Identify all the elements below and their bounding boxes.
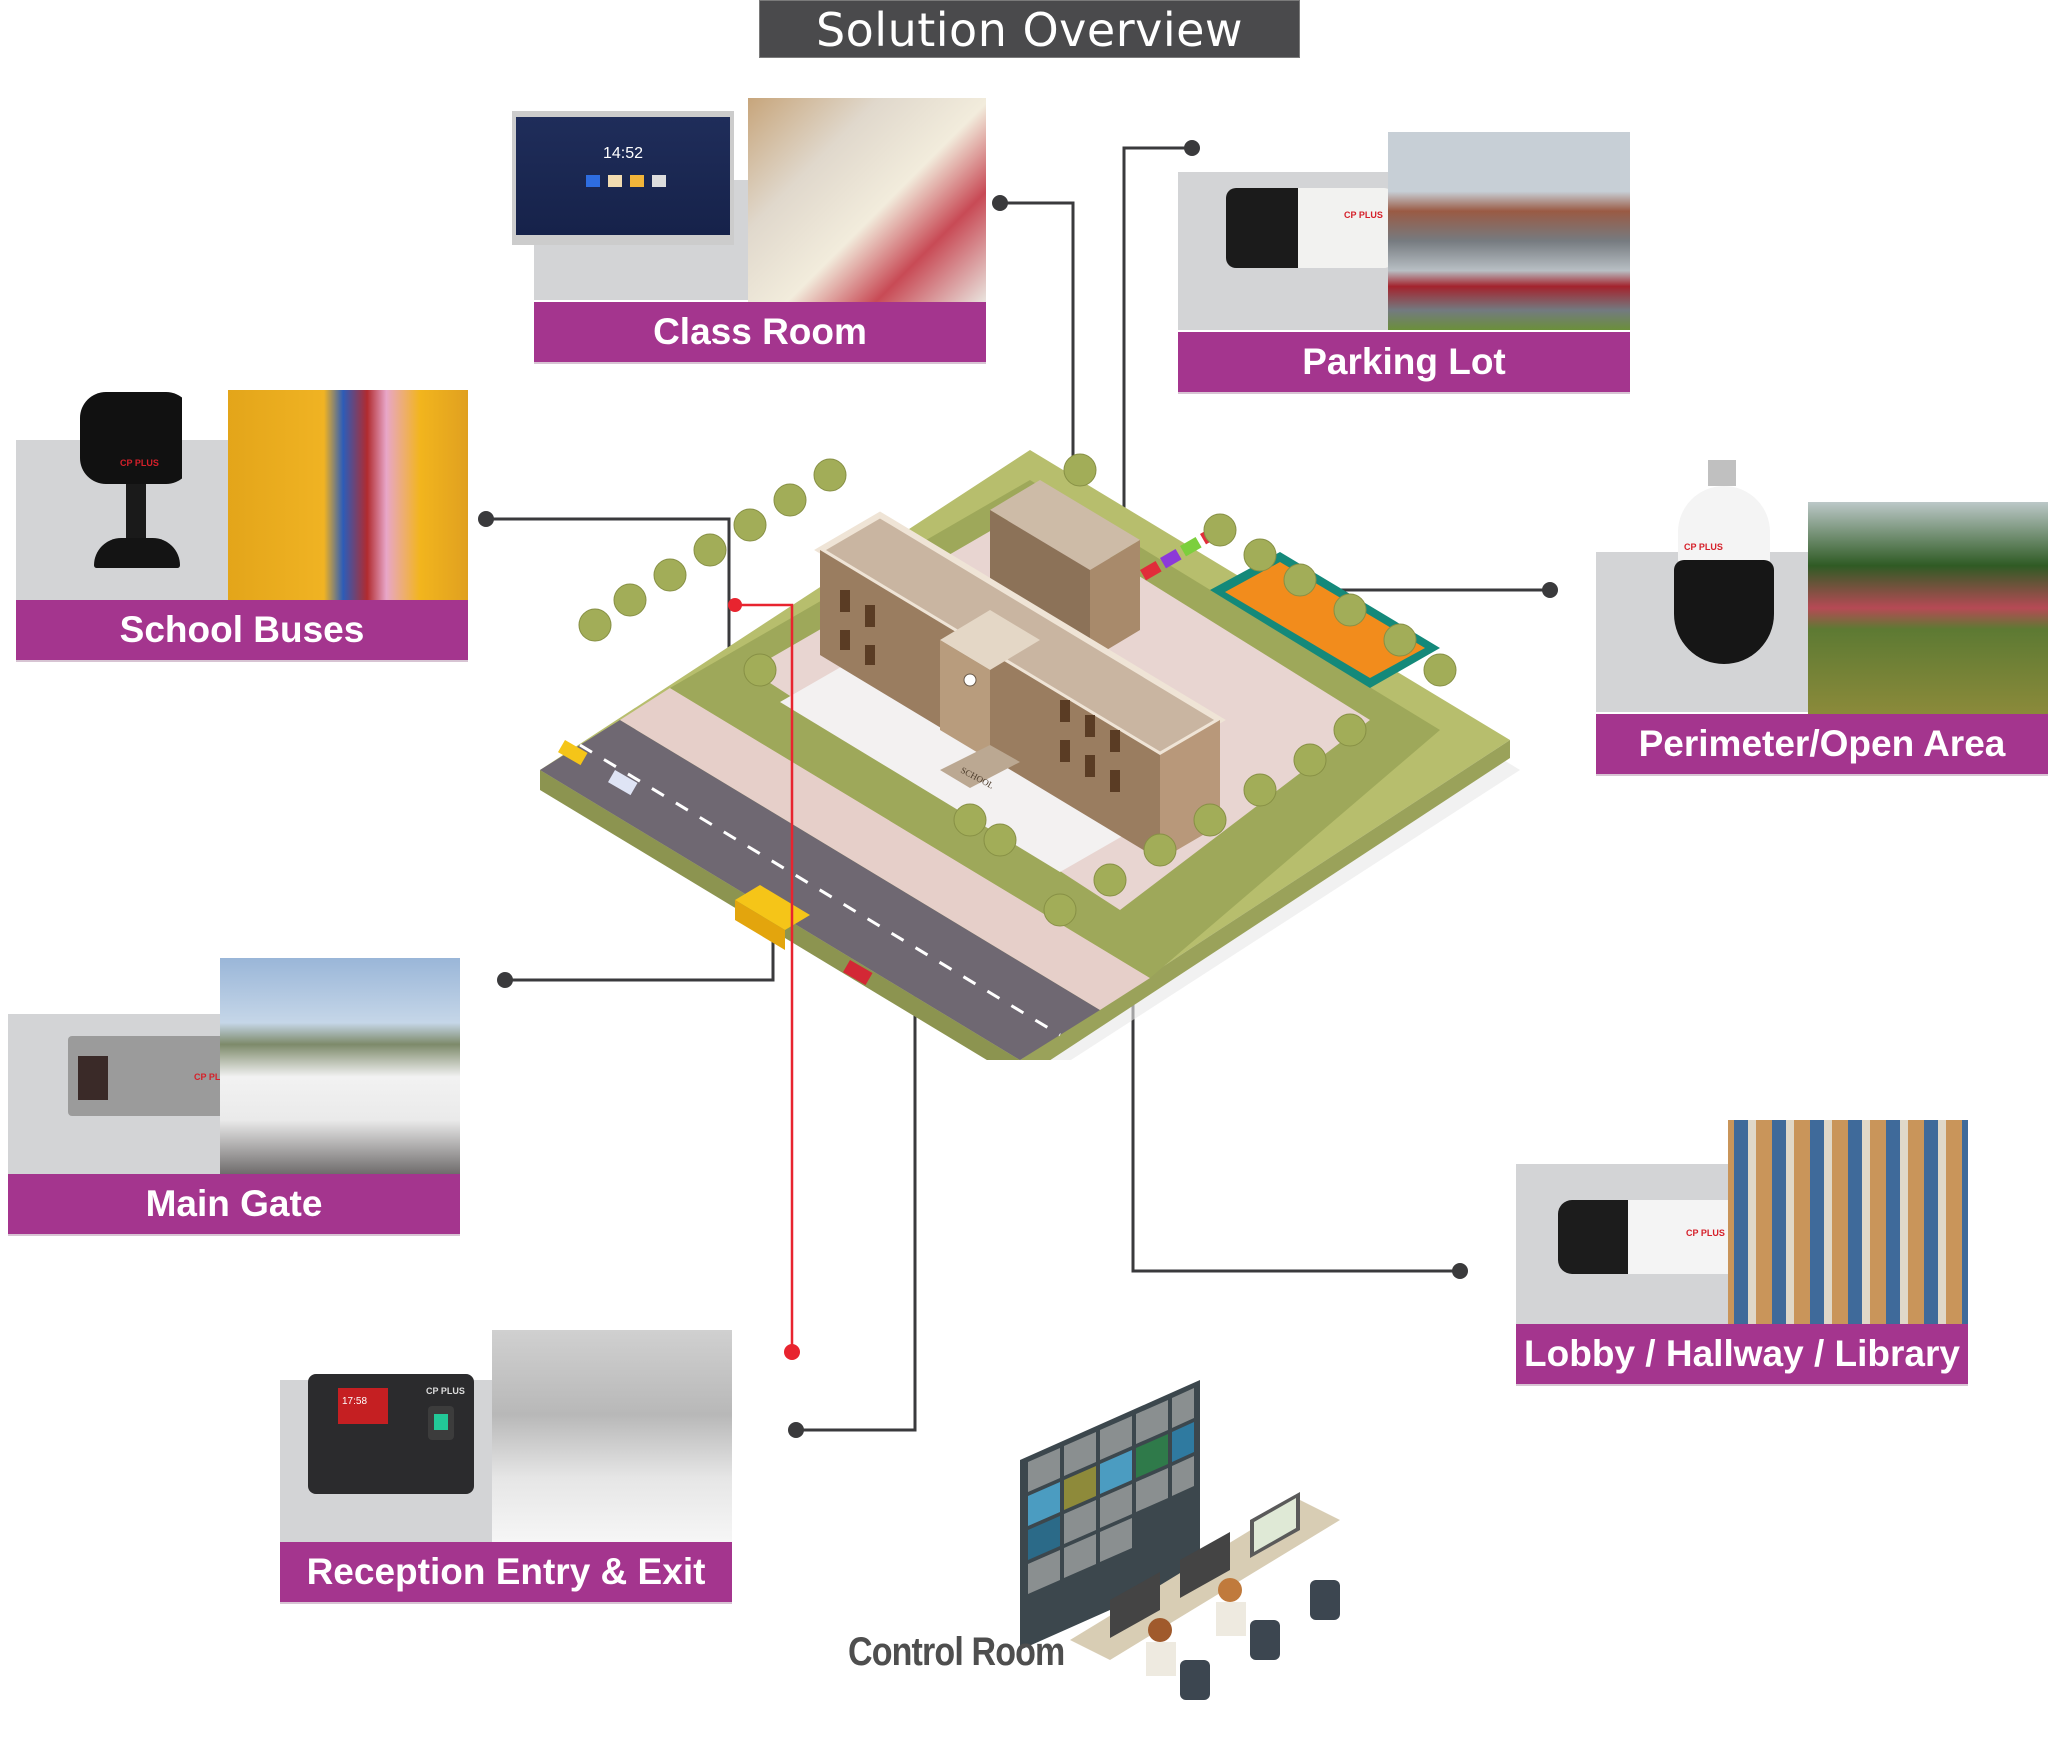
location-label: Lobby / Hallway / Library	[1516, 1324, 1968, 1386]
tree	[813, 458, 847, 492]
playground-photo	[1808, 502, 2048, 714]
brand-logo: CP PLUS	[1686, 1228, 1725, 1238]
parked-car	[1140, 561, 1162, 581]
chair	[1310, 1580, 1340, 1620]
tree	[1243, 538, 1277, 572]
tree	[1333, 713, 1367, 747]
police-car	[608, 770, 638, 796]
location-card-perimeter[interactable]: CP PLUS Perimeter/Open Area	[1596, 456, 2048, 776]
campus-illustration: SCHOOL	[540, 450, 1520, 1060]
tree	[733, 508, 767, 542]
school-bus-photo	[228, 390, 468, 600]
page-title: Solution Overview	[759, 0, 1300, 58]
brand-logo: CP PLUS	[194, 1072, 233, 1082]
bullet-camera: CP PLUS	[1558, 1188, 1758, 1288]
tree	[1243, 773, 1277, 807]
tree	[1043, 893, 1077, 927]
anpr-box-camera: CP PLUS	[58, 1026, 258, 1136]
tree	[1093, 863, 1127, 897]
tree	[1423, 653, 1457, 687]
parking-lot-photo	[1388, 132, 1630, 330]
location-card-main-gate[interactable]: CP PLUS Main Gate	[8, 956, 460, 1236]
display-clock: 14:52	[602, 145, 644, 162]
location-card-parking-lot[interactable]: CP PLUS Parking Lot	[1176, 130, 1630, 394]
connector-dot	[1184, 140, 1200, 156]
connector-dot-highlight	[784, 1344, 800, 1360]
tree	[1063, 453, 1097, 487]
connector-dot	[1452, 1263, 1468, 1279]
brand-logo: CP PLUS	[426, 1386, 465, 1396]
monitor	[1110, 1572, 1160, 1638]
control-room-illustration	[1020, 1380, 1340, 1700]
tree	[1293, 743, 1327, 777]
brand-logo: CP PLUS	[120, 458, 159, 468]
parked-car	[1180, 537, 1202, 557]
connector-dot	[788, 1422, 804, 1438]
tree	[953, 803, 987, 837]
connector-parking-lot	[1122, 146, 1192, 622]
location-label: School Buses	[16, 600, 468, 662]
control-room-label: Control Room	[848, 1630, 1065, 1674]
terminal-clock: 17:58	[342, 1396, 368, 1407]
main-gate-photo	[220, 958, 460, 1174]
tree	[1143, 833, 1177, 867]
tree	[1203, 513, 1237, 547]
tree	[1333, 593, 1367, 627]
operator	[1218, 1578, 1242, 1602]
connector-dot-highlight	[728, 598, 742, 612]
location-label: Reception Entry & Exit	[280, 1542, 732, 1604]
tree	[653, 558, 687, 592]
tree	[578, 608, 612, 642]
brand-logo: CP PLUS	[1344, 210, 1383, 220]
biometric-terminal: 17:58 CP PLUS	[308, 1374, 474, 1494]
location-label: Parking Lot	[1178, 332, 1630, 394]
connector-dot	[478, 511, 494, 527]
location-label: Main Gate	[8, 1174, 460, 1236]
connector-dot	[497, 972, 513, 988]
taxi	[558, 740, 588, 766]
tree	[693, 533, 727, 567]
red-car	[843, 960, 873, 986]
chair	[1250, 1620, 1280, 1660]
interactive-display: 14:52	[512, 111, 734, 245]
ptz-dome-camera: CP PLUS	[1660, 460, 1790, 680]
location-card-reception[interactable]: 17:58 CP PLUS Reception Entry & Exit	[280, 1328, 732, 1604]
tree	[743, 653, 777, 687]
location-label: Perimeter/Open Area	[1596, 714, 2048, 776]
monitor	[1180, 1532, 1230, 1598]
tree	[773, 483, 807, 517]
location-label: Class Room	[534, 302, 986, 364]
parked-car	[1160, 549, 1182, 569]
tree	[1283, 563, 1317, 597]
location-card-school-buses[interactable]: CP PLUS School Buses	[16, 388, 468, 662]
operator	[1148, 1618, 1172, 1642]
tree	[1383, 623, 1417, 657]
connector-control-room	[735, 603, 794, 1040]
tree	[1193, 803, 1227, 837]
bullet-camera: CP PLUS	[1226, 182, 1396, 274]
brand-logo: CP PLUS	[1684, 542, 1723, 552]
tree	[983, 823, 1017, 857]
tree	[613, 583, 647, 617]
location-card-lobby[interactable]: CP PLUS Lobby / Hallway / Library	[1516, 1118, 1968, 1386]
location-card-class-room[interactable]: 14:52 Class Room	[512, 96, 986, 364]
connector-dot	[1542, 582, 1558, 598]
classroom-photo	[748, 98, 986, 302]
chair	[1180, 1660, 1210, 1700]
mobile-camera: CP PLUS	[62, 388, 182, 588]
reception-photo	[492, 1330, 732, 1542]
connector-dot	[992, 195, 1008, 211]
library-photo	[1728, 1120, 1968, 1324]
